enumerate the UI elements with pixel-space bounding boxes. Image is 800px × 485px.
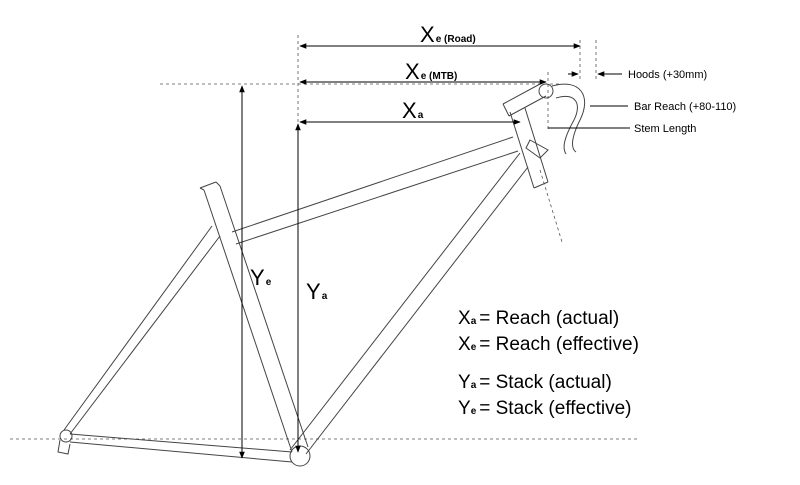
xa-label: Xa (402, 98, 424, 123)
seat-tube (203, 185, 309, 453)
rear-dropout (59, 429, 73, 443)
xe-road-label: Xe (Road) (420, 22, 476, 47)
handlebar-drop (551, 83, 586, 155)
legend-item: Xa= Reach (actual) (458, 308, 619, 329)
dropout-hanger (57, 439, 71, 455)
brake-hood (525, 139, 549, 159)
down-tube (289, 152, 529, 455)
steerer-extension (539, 169, 563, 243)
ye-label: Ye (250, 265, 272, 290)
legend: Xa= Reach (actual) Xe= Reach (effective)… (458, 308, 639, 419)
chain-stay (69, 433, 293, 463)
seat-stay (63, 225, 221, 435)
top-tube (231, 136, 519, 245)
legend-item: Ya= Stack (actual) (458, 372, 612, 393)
head-tube (509, 107, 549, 189)
stem-length-callout: Stem Length (634, 123, 696, 135)
bike-frame (57, 83, 586, 467)
ya-label: Ya (306, 279, 328, 304)
legend-item: Ye= Stack (effective) (458, 398, 632, 419)
seat-post (199, 181, 221, 191)
handlebar-clamp (538, 83, 554, 99)
hoods-callout: Hoods (+30mm) (628, 69, 707, 81)
bar-reach-callout: Bar Reach (+80-110) (634, 101, 736, 113)
xe-mtb-label: Xe (MTB) (405, 59, 457, 84)
bottom-bracket (289, 445, 311, 467)
stem (502, 83, 547, 117)
legend-item: Xe= Reach (effective) (458, 334, 639, 355)
